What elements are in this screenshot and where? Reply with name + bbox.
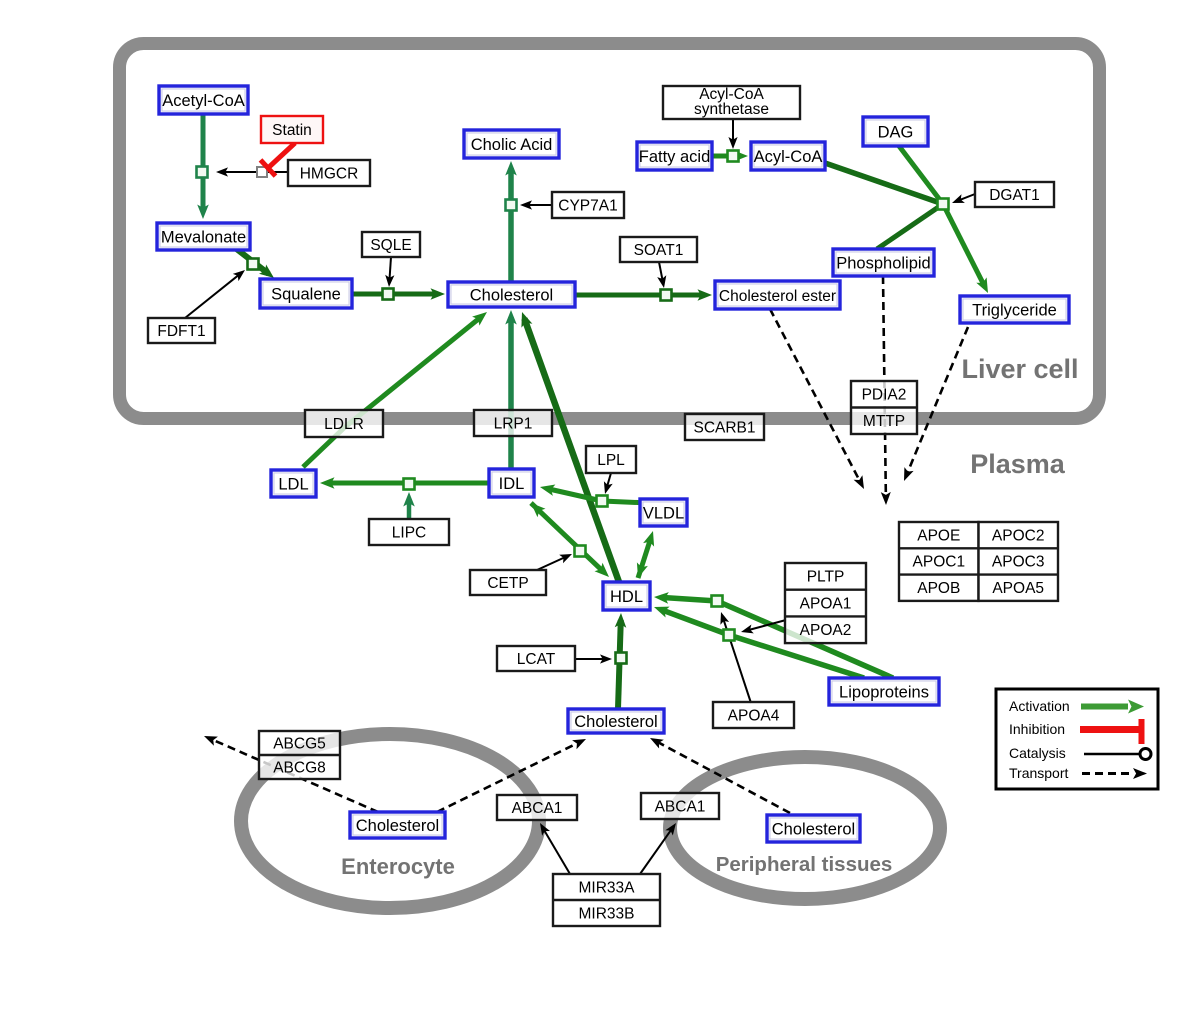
svg-text:Cholesterol: Cholesterol — [470, 286, 553, 304]
svg-text:MTTP: MTTP — [863, 413, 905, 430]
svg-text:Liver cell: Liver cell — [961, 354, 1078, 384]
svg-text:HMGCR: HMGCR — [300, 165, 359, 182]
svg-text:APOA1: APOA1 — [800, 595, 852, 612]
svg-text:Peripheral tissues: Peripheral tissues — [716, 853, 893, 876]
svg-text:APOB: APOB — [917, 580, 960, 597]
svg-text:VLDL: VLDL — [643, 504, 684, 522]
svg-text:Transport: Transport — [1009, 765, 1069, 781]
svg-text:APOA2: APOA2 — [800, 622, 852, 639]
svg-text:SQLE: SQLE — [370, 237, 411, 254]
svg-text:Cholesterol: Cholesterol — [574, 713, 657, 731]
svg-text:ABCA1: ABCA1 — [655, 798, 706, 815]
svg-text:Catalysis: Catalysis — [1009, 745, 1066, 761]
svg-text:SCARB1: SCARB1 — [693, 419, 755, 436]
svg-text:Acyl-CoA: Acyl-CoA — [699, 86, 764, 103]
svg-text:Fatty acid: Fatty acid — [639, 148, 711, 166]
svg-text:APOA4: APOA4 — [728, 707, 780, 724]
svg-text:CETP: CETP — [487, 575, 528, 592]
svg-text:APOE: APOE — [917, 527, 960, 544]
svg-text:ABCA1: ABCA1 — [512, 800, 563, 817]
svg-text:DAG: DAG — [878, 123, 914, 141]
svg-text:PDIA2: PDIA2 — [862, 387, 907, 404]
svg-text:Activation: Activation — [1009, 698, 1070, 714]
svg-text:ABCG5: ABCG5 — [273, 735, 326, 752]
svg-text:LIPC: LIPC — [392, 524, 426, 541]
svg-text:Mevalonate: Mevalonate — [161, 228, 246, 246]
svg-text:LPL: LPL — [597, 452, 625, 469]
svg-text:LDL: LDL — [278, 475, 308, 493]
svg-text:DGAT1: DGAT1 — [989, 187, 1040, 204]
svg-text:APOC3: APOC3 — [992, 554, 1045, 571]
svg-text:LRP1: LRP1 — [494, 415, 533, 432]
svg-text:LCAT: LCAT — [517, 651, 556, 668]
svg-text:Inhibition: Inhibition — [1009, 721, 1065, 737]
svg-text:Cholesterol: Cholesterol — [772, 820, 855, 838]
svg-text:Squalene: Squalene — [271, 285, 341, 303]
svg-text:FDFT1: FDFT1 — [157, 323, 205, 340]
svg-text:Statin: Statin — [272, 122, 312, 139]
svg-text:APOC2: APOC2 — [992, 527, 1045, 544]
svg-text:Cholesterol ester: Cholesterol ester — [719, 288, 836, 305]
svg-text:Acetyl-CoA: Acetyl-CoA — [162, 92, 245, 110]
svg-text:Cholic Acid: Cholic Acid — [471, 136, 553, 154]
svg-text:SOAT1: SOAT1 — [634, 242, 684, 259]
svg-text:synthetase: synthetase — [694, 101, 769, 118]
svg-text:LDLR: LDLR — [324, 416, 364, 433]
svg-text:Triglyceride: Triglyceride — [972, 301, 1057, 319]
svg-text:MIR33B: MIR33B — [579, 905, 635, 922]
svg-text:HDL: HDL — [610, 588, 643, 606]
svg-text:APOA5: APOA5 — [992, 580, 1044, 597]
svg-text:ABCG8: ABCG8 — [273, 759, 326, 776]
svg-text:Lipoproteins: Lipoproteins — [839, 683, 929, 701]
svg-text:IDL: IDL — [499, 475, 525, 493]
svg-text:PLTP: PLTP — [807, 569, 845, 586]
svg-text:CYP7A1: CYP7A1 — [558, 197, 617, 214]
svg-text:Acyl-CoA: Acyl-CoA — [754, 148, 823, 166]
svg-text:APOC1: APOC1 — [913, 554, 966, 571]
svg-text:Phospholipid: Phospholipid — [836, 254, 931, 272]
svg-text:Cholesterol: Cholesterol — [356, 817, 439, 835]
svg-text:MIR33A: MIR33A — [579, 879, 636, 896]
svg-text:Enterocyte: Enterocyte — [341, 854, 455, 879]
svg-text:Plasma: Plasma — [970, 449, 1066, 479]
